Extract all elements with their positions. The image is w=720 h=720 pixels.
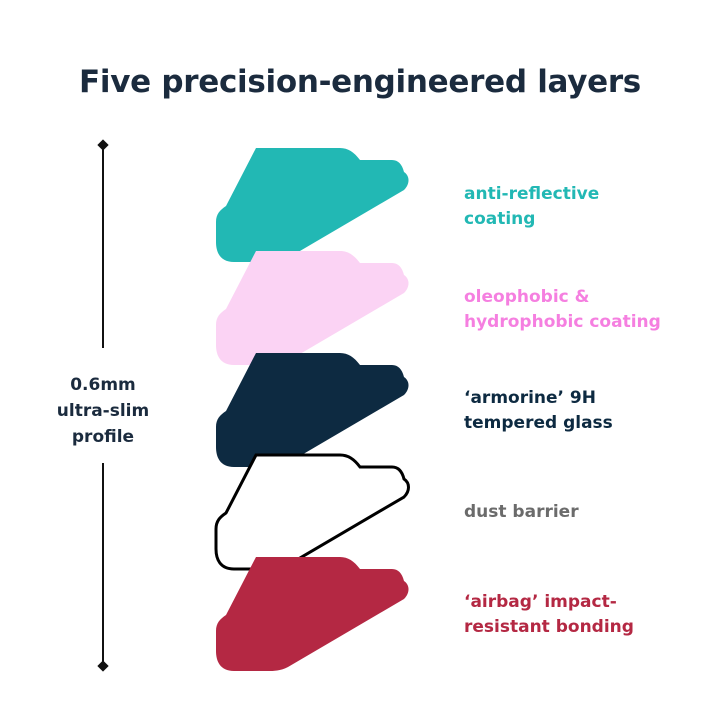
layer-label-line: oleophobic & — [464, 287, 590, 307]
page-title: Five precision-engineered layers — [79, 64, 641, 100]
layer-label-oleophobic: oleophobic & hydrophobic coating — [464, 285, 714, 335]
layer-oleophobic — [216, 251, 409, 365]
profile-label: 0.6mm ultra-slim profile — [30, 372, 176, 450]
layer-label-line: tempered glass — [464, 413, 613, 433]
layer-tempered-glass — [216, 353, 409, 467]
layer-label-anti-reflective: anti-reflective coating — [464, 182, 714, 232]
profile-label-line: 0.6mm — [70, 375, 136, 395]
layer-label-tempered-glass: ‘armorine’ 9H tempered glass — [464, 386, 714, 436]
layer-dust-barrier — [214, 453, 410, 571]
profile-line-bottom — [102, 463, 104, 666]
layer-label-dust-barrier: dust barrier — [464, 500, 714, 525]
layer-anti-reflective — [216, 148, 409, 262]
profile-label-line: ultra-slim — [56, 401, 150, 421]
layer-label-line: ‘airbag’ impact- — [464, 592, 617, 612]
layer-label-line: coating — [464, 209, 536, 229]
layer-label-line: resistant bonding — [464, 617, 634, 637]
layer-label-line: hydrophobic coating — [464, 312, 661, 332]
layer-label-line: anti-reflective — [464, 184, 600, 204]
layer-label-line: dust barrier — [464, 502, 579, 522]
profile-label-line: profile — [71, 427, 135, 447]
profile-line-top — [102, 146, 104, 348]
layer-airbag-bonding — [216, 557, 409, 671]
layer-label-airbag-bonding: ‘airbag’ impact- resistant bonding — [464, 590, 714, 640]
layer-label-line: ‘armorine’ 9H — [464, 388, 596, 408]
